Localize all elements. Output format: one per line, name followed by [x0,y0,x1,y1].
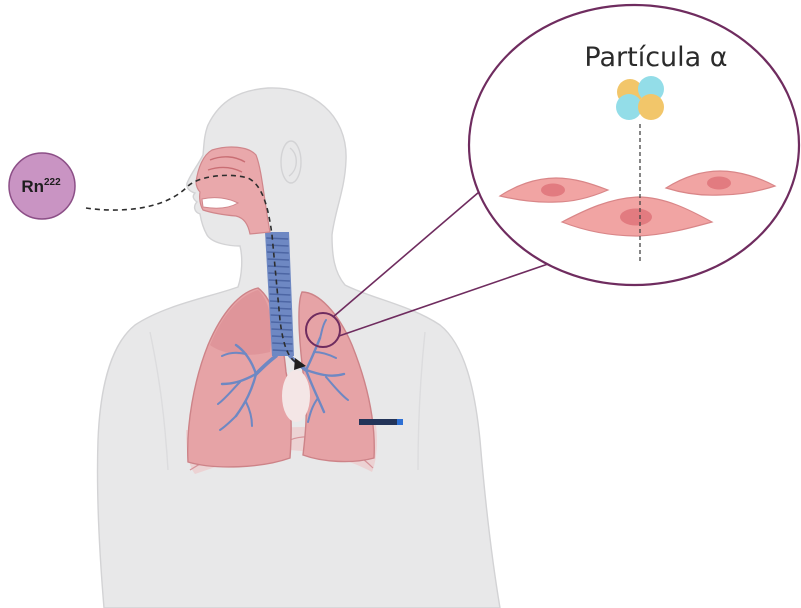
cell-right-nucleus [707,177,731,190]
trachea-ring [267,245,289,246]
trachea-ring [273,350,293,351]
ear [281,141,301,183]
cell-left-nucleus [541,184,565,197]
heart-area [282,370,310,422]
trachea-ring [266,238,288,239]
alpha-particle-label: Partícula α [584,42,727,73]
trachea-ring [271,315,292,316]
label-bar-body [359,419,397,425]
trachea-ring [268,266,289,267]
human-silhouette [97,88,500,608]
label-bar-tip [397,419,403,425]
radon-badge: Rn222 [9,153,75,219]
trachea-ring [272,343,292,344]
trachea-ring [268,259,290,260]
small-label-bar [359,419,403,425]
trachea-ring [270,301,291,302]
zoom-connector-upper [333,192,479,317]
cell-center-nucleus [620,209,652,226]
alpha-particle [616,76,664,120]
trachea-ring [268,273,289,274]
radon-mass-number: 222 [44,177,61,188]
alpha-nucleon [638,94,664,120]
trachea-ring [267,252,289,253]
trachea-ring [269,280,290,281]
trachea-ring [270,308,291,309]
radon-symbol: Rn [21,177,44,196]
trachea-ring [269,287,290,288]
trachea-ring [270,294,291,295]
trachea-ring [271,322,292,323]
